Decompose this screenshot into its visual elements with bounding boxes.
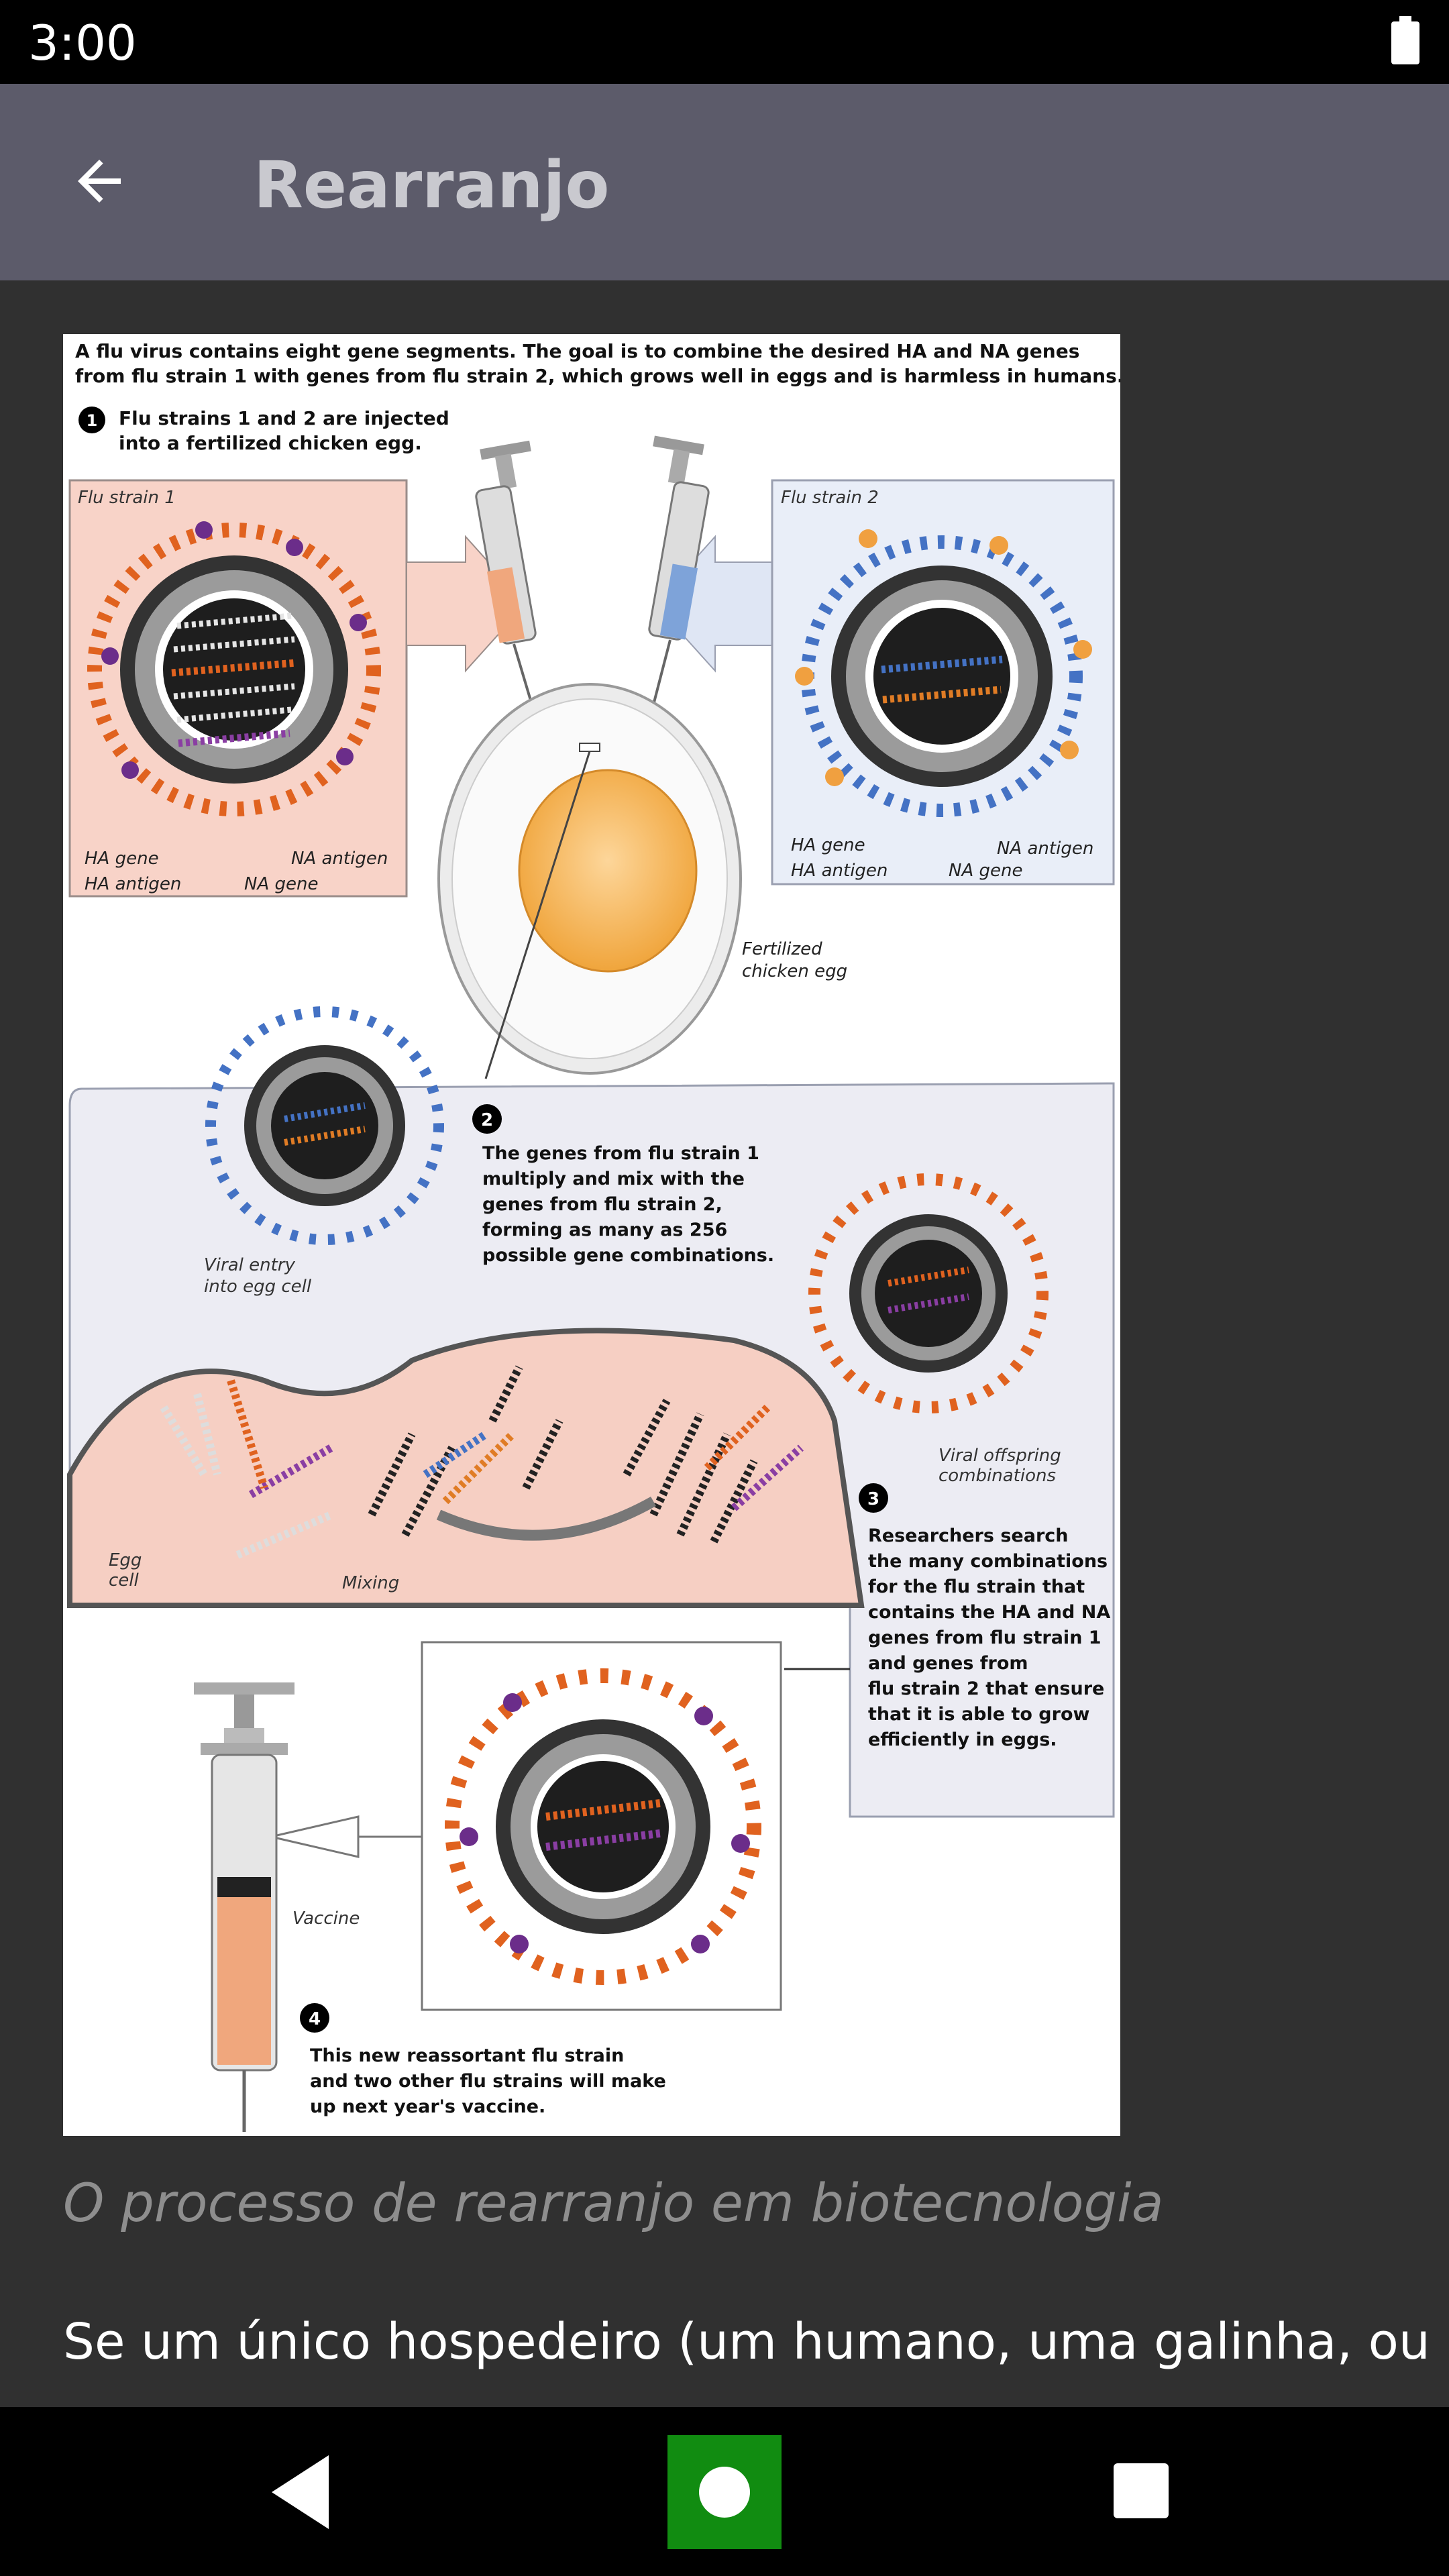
- nav-home-button[interactable]: [667, 2435, 782, 2549]
- strain-1-ha-gene: HA gene: [85, 849, 159, 869]
- arrow-back-icon: [78, 160, 121, 203]
- article-body-text: Se um único hospedeiro (um humano, uma g…: [63, 2313, 1430, 2371]
- strain-1-na-antigen: NA antigen: [291, 849, 388, 869]
- figure-intro-line-1: A flu virus contains eight gene segments…: [75, 340, 1079, 362]
- step-3-line-5: genes from flu strain 1: [868, 1627, 1102, 1648]
- flu-strain-2-virus: [795, 529, 1092, 817]
- step-3-line-8: that it is able to grow: [868, 1704, 1089, 1725]
- egg-cell-line-2: cell: [109, 1570, 140, 1591]
- flu-strain-2-label: Flu strain 2: [781, 488, 879, 508]
- step-1-line-1: Flu strains 1 and 2 are injected: [119, 407, 449, 429]
- egg-label-line-2: chicken egg: [742, 961, 847, 981]
- step-2-line-1: The genes from flu strain 1: [482, 1143, 759, 1164]
- step-1-marker: [78, 407, 105, 433]
- back-button[interactable]: [59, 138, 140, 225]
- step-2-marker: [472, 1104, 502, 1134]
- vaccine-syringe-icon: [194, 1682, 294, 2132]
- figure-caption: O processo de rearranjo em biotecnologia: [63, 2174, 1164, 2234]
- step-3-line-2: the many combinations: [868, 1551, 1108, 1572]
- step-2-line-5: possible gene combinations.: [482, 1245, 774, 1266]
- step-3-marker: [859, 1483, 888, 1513]
- flu-strain-1-label: Flu strain 1: [78, 488, 176, 508]
- strain-1-na-gene: NA gene: [244, 874, 318, 894]
- svg-text:4: 4: [309, 2009, 321, 2029]
- reassortant-virus: [445, 1668, 761, 1985]
- step-2-line-4: forming as many as 256: [482, 1220, 727, 1240]
- svg-text:1: 1: [87, 411, 98, 430]
- arrow-right-icon: [406, 535, 527, 673]
- strain-2-ha-gene: HA gene: [791, 835, 865, 855]
- step-3-line-1: Researchers search: [868, 1525, 1069, 1546]
- step-3-line-9: efficiently in eggs.: [868, 1729, 1057, 1750]
- viral-offspring-line-2: combinations: [938, 1466, 1056, 1486]
- page-title: Rearranjo: [254, 148, 610, 223]
- step-3-line-3: for the flu strain that: [868, 1576, 1085, 1597]
- svg-text:2: 2: [481, 1110, 493, 1130]
- strain-2-na-gene: NA gene: [949, 861, 1022, 881]
- syringe-strain-1-icon: [475, 440, 549, 757]
- step-1-line-2: into a fertilized chicken egg.: [119, 432, 422, 454]
- step-4-line-1: This new reassortant flu strain: [310, 2045, 624, 2066]
- step-4-line-3: up next year's vaccine.: [310, 2096, 545, 2117]
- egg-label-line-1: Fertilized: [742, 939, 822, 959]
- nav-home-icon: [699, 2467, 750, 2518]
- svg-text:3: 3: [867, 1489, 879, 1509]
- chicken-egg-illustration: [437, 683, 742, 1079]
- syringe-strain-2-icon: [639, 435, 710, 757]
- reassortment-figure: A flu virus contains eight gene segments…: [63, 334, 1120, 2136]
- flu-strain-1-virus: [87, 521, 381, 816]
- viral-offspring-virus: [808, 1173, 1049, 1413]
- nav-back-icon[interactable]: [265, 2455, 345, 2529]
- step-3-line-4: contains the HA and NA: [868, 1602, 1110, 1623]
- step-4-marker: [300, 2003, 329, 2033]
- figure-intro-line-2: from flu strain 1 with genes from flu st…: [75, 365, 1120, 387]
- mixing-arrow-icon: [436, 1497, 656, 1541]
- status-bar: 3:00: [0, 0, 1449, 84]
- strain-2-na-antigen: NA antigen: [997, 839, 1093, 859]
- viral-entry-virus: [205, 1006, 444, 1245]
- nav-recents-icon[interactable]: [1114, 2463, 1169, 2518]
- gene-segments: [160, 1365, 804, 1559]
- step-4-line-2: and two other flu strains will make: [310, 2071, 666, 2092]
- vaccine-label: Vaccine: [292, 1909, 360, 1929]
- status-time: 3:00: [28, 15, 137, 71]
- step-3-line-6: and genes from: [868, 1653, 1028, 1674]
- viral-entry-line-1: Viral entry: [204, 1255, 295, 1275]
- viral-offspring-line-1: Viral offspring: [938, 1446, 1061, 1466]
- viral-entry-line-2: into egg cell: [204, 1277, 312, 1297]
- app-bar: [0, 84, 1449, 280]
- step-2-line-3: genes from flu strain 2,: [482, 1194, 722, 1215]
- mixing-label: Mixing: [342, 1573, 399, 1593]
- step-2-line-2: multiply and mix with the: [482, 1169, 745, 1189]
- strain-2-ha-antigen: HA antigen: [791, 861, 888, 881]
- battery-full-icon: [1391, 16, 1419, 64]
- egg-cell: [67, 1328, 865, 1608]
- strain-1-ha-antigen: HA antigen: [85, 874, 181, 894]
- arrow-to-vaccine-icon: [270, 1815, 422, 1858]
- egg-cell-line-1: Egg: [109, 1550, 142, 1570]
- step-3-line-7: flu strain 2 that ensure: [868, 1678, 1104, 1699]
